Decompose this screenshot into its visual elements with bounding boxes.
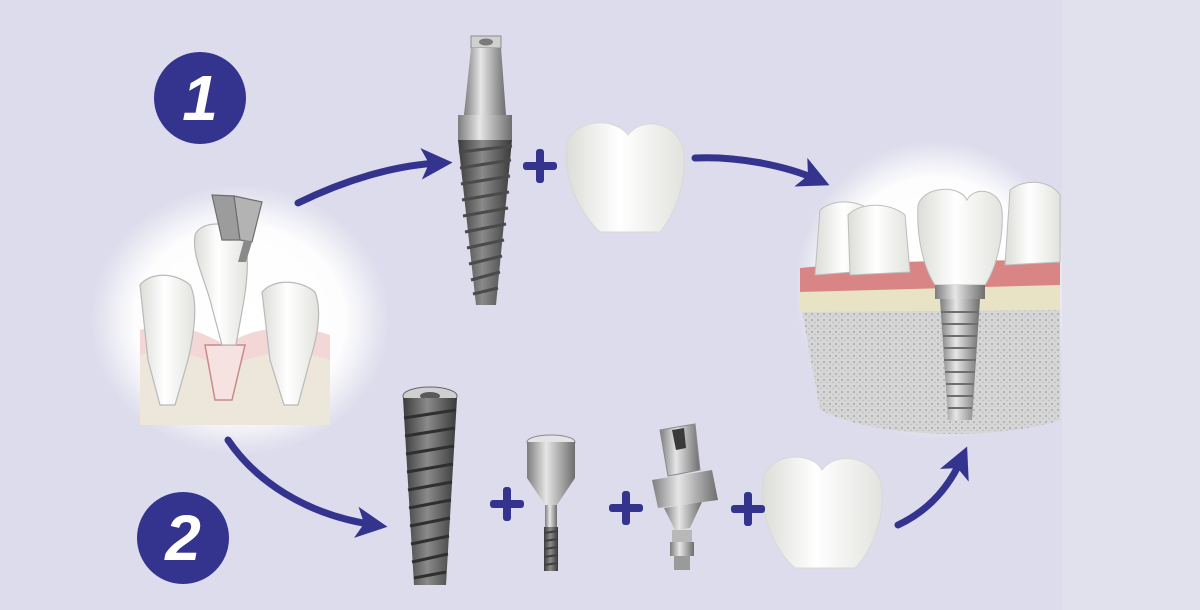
implant-screw-icon	[402, 386, 458, 585]
step-2-badge: 2	[137, 492, 229, 584]
arrow-row2-in	[224, 436, 388, 538]
arrow-row2-out	[894, 446, 969, 529]
plus-icon-row2-a	[490, 487, 524, 521]
angled-abutment-icon	[652, 423, 718, 570]
plus-icon-row2-c	[731, 492, 765, 526]
step-2-number: 2	[165, 502, 201, 574]
step-1-badge: 1	[154, 52, 246, 144]
extraction-illustration	[90, 185, 390, 455]
implant-result-illustration	[795, 140, 1075, 440]
one-piece-implant-icon	[458, 35, 513, 305]
plus-icon-row1	[523, 149, 557, 183]
crown-icon-row2	[761, 456, 883, 569]
plus-icon-row2-b	[609, 491, 643, 525]
arrow-row1-in	[294, 148, 453, 207]
arrow-row1-out	[691, 154, 830, 187]
crown-icon-row1	[565, 122, 685, 233]
healing-abutment-icon	[526, 434, 576, 571]
step-1-number: 1	[182, 62, 218, 134]
